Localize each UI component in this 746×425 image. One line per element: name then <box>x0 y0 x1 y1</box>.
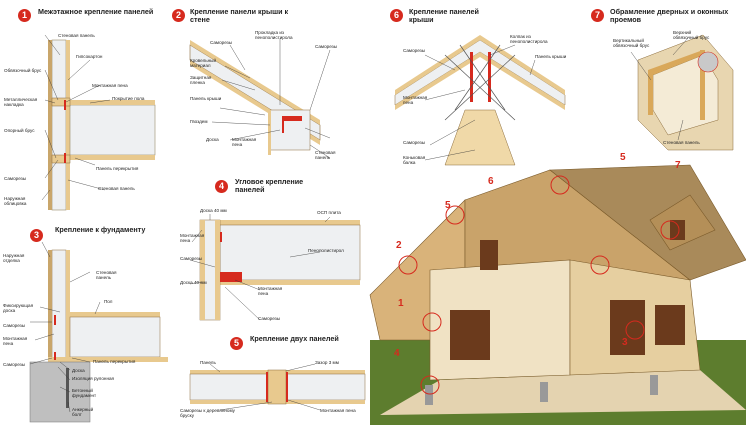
label: Фиксирующая доска <box>3 303 34 313</box>
label: Вертикальный обвязочный брус <box>613 38 650 48</box>
openings-drawing <box>630 34 734 151</box>
panel-roof-to-wall: 2 Крепление панели крыши к стене Проклад… <box>170 0 370 170</box>
badge-4: 4 <box>215 180 228 193</box>
label: Монтажная пена <box>180 233 205 243</box>
label: Монтажная пена <box>258 286 283 296</box>
label: Саморезы к деревянному бруску <box>180 408 235 418</box>
label: Наружная облицовка <box>4 196 27 206</box>
panel-1-title: Межэтажное крепление панелей <box>38 7 154 16</box>
label: Колпак из пенополистирола <box>510 34 548 44</box>
label: Изоляция рулонная <box>72 376 115 381</box>
label: Доска <box>72 368 85 373</box>
label: Панель <box>200 360 216 365</box>
label: ОСП плита <box>317 210 341 215</box>
label: Панель перекрытия <box>96 166 139 171</box>
label: Саморезы <box>210 40 233 45</box>
panel-7-title: Обрамление дверных и оконных проемов <box>610 7 729 24</box>
corner-drawing <box>189 214 361 321</box>
badge-2: 2 <box>172 9 185 22</box>
label: Стеновая панель <box>96 270 117 280</box>
house-marker-6: 6 <box>488 176 494 187</box>
panel-corner: 4 Угловое крепление панелей Доска 40 мм … <box>180 172 370 327</box>
badge-6: 6 <box>390 9 403 22</box>
panel-roof-ridge: 6 Крепление панелей крыши Колпак из пено… <box>385 0 575 180</box>
label: Металлическая накладка <box>4 97 38 107</box>
panel-two-panels: 5 Крепление двух панелей Панель Зазор 3 … <box>180 328 370 425</box>
label: Наружная отделка <box>3 253 25 263</box>
label: Монтажная пена <box>320 408 356 413</box>
label: Монтажная пена <box>92 83 128 88</box>
label: Стеновая панель <box>315 150 336 160</box>
label: Пол <box>104 299 113 304</box>
interfloor-drawing <box>41 34 156 211</box>
label: Доска 40 мм <box>180 280 207 285</box>
panel-6-title: Крепление панелей крыши <box>409 7 479 24</box>
badge-3: 3 <box>30 229 43 242</box>
label: Панель перекрытия <box>93 359 136 364</box>
label: Кровельный материал <box>190 58 217 68</box>
label: Стеновая панель <box>98 186 135 191</box>
label: Прокладка из пенополистирола <box>255 30 293 40</box>
label: Пенополистирол <box>308 248 344 253</box>
foundation-drawing <box>29 241 168 423</box>
label: Панель крыши <box>535 54 567 59</box>
house-marker-7: 7 <box>675 160 681 171</box>
label: Зазор 3 мм <box>315 360 339 365</box>
badge-7: 7 <box>591 9 604 22</box>
label: Саморезы <box>258 316 281 321</box>
label: Защитная пленка <box>190 75 212 85</box>
panel-interfloor: 1 Межэтажное крепление панелей Стеновая … <box>0 0 175 222</box>
label: Саморезы <box>4 176 27 181</box>
label: Покрытие пола <box>112 96 145 101</box>
label: Стеновая панель <box>58 33 95 38</box>
panel-4-title: Угловое крепление панелей <box>235 177 304 194</box>
house-marker-2: 2 <box>396 240 402 251</box>
label: Стеновая панель <box>663 140 700 145</box>
panel-foundation: 3 Крепление к фундаменту Наружная отделк… <box>0 222 175 425</box>
house-drawing <box>369 164 746 425</box>
label: Гвоздем <box>190 119 208 124</box>
house-marker-1: 1 <box>398 298 404 309</box>
label: Коньковая балка <box>403 155 426 165</box>
label: Саморезы <box>403 48 426 53</box>
house-cutaway: 1 2 3 4 5 5 6 7 <box>369 152 746 425</box>
panel-2-title: Крепление панели крыши к стене <box>190 7 289 24</box>
house-marker-4: 4 <box>394 348 400 359</box>
panel-3-title: Крепление к фундаменту <box>55 225 146 234</box>
label: Саморезы <box>3 323 26 328</box>
label: Доска <box>206 137 219 142</box>
panel-5-title: Крепление двух панелей <box>250 334 339 343</box>
house-marker-3: 3 <box>622 337 628 348</box>
label: Верхний обвязочный брус <box>673 30 710 40</box>
panel-openings: 7 Обрамление дверных и оконных проемов В… <box>583 0 746 160</box>
roof-wall-drawing <box>189 38 331 159</box>
label: Доска 40 мм <box>200 208 227 213</box>
two-panels-drawing <box>189 363 366 411</box>
label: Саморезы <box>403 140 426 145</box>
house-marker-5a: 5 <box>445 200 451 211</box>
badge-1: 1 <box>18 9 31 22</box>
label: Саморезы <box>3 362 26 367</box>
badge-5: 5 <box>230 337 243 350</box>
label: Саморезы <box>180 256 203 261</box>
label: Гипсокартон <box>76 54 103 59</box>
label: Саморезы <box>315 44 338 49</box>
house-marker-5b: 5 <box>620 152 626 163</box>
label: Обвязочный брус <box>4 68 42 73</box>
label: Монтажная пена <box>232 137 257 147</box>
label: Панель крыши <box>190 96 222 101</box>
label: Анкерный болт <box>72 407 94 417</box>
label: Бетонный фундамент <box>72 388 97 398</box>
label: Опорный брус <box>4 128 35 133</box>
roof-ridge-drawing <box>394 35 566 166</box>
label: Монтажная пена <box>3 336 28 346</box>
label: Монтажная пена <box>403 95 428 105</box>
